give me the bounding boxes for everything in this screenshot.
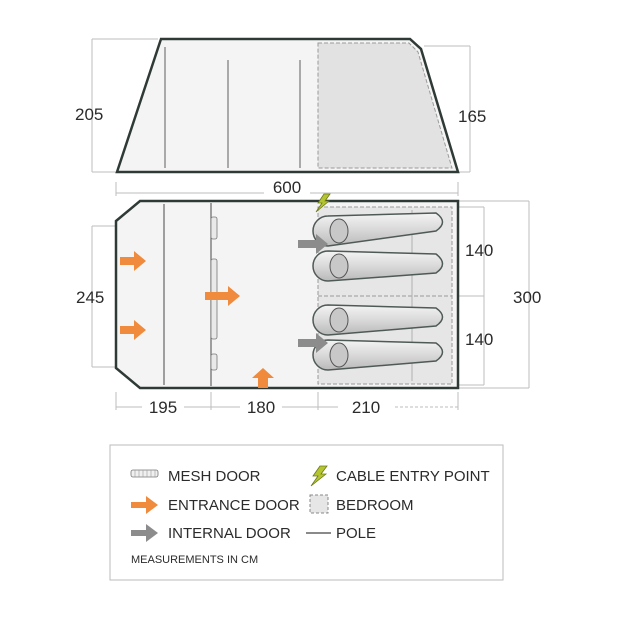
section-porch-label: 195: [149, 398, 177, 417]
total-length-dimension: 600: [115, 178, 459, 197]
legend-pole-label: POLE: [336, 525, 376, 542]
legend-mesh-door: MESH DOOR: [130, 468, 261, 485]
side-bedroom-panel: [317, 42, 453, 169]
side-poles: [164, 47, 301, 168]
floor-dimension-guides: [91, 200, 530, 389]
legend-bedroom: BEDROOM: [309, 494, 414, 514]
floor-plan: 245 140 140 300: [76, 193, 541, 390]
measurements-note: MEASUREMENTS IN CM: [131, 554, 258, 566]
legend-mesh-door-label: MESH DOOR: [168, 468, 261, 485]
side-height-front-label: 205: [75, 105, 103, 124]
internal-arrow-icon: [298, 234, 328, 254]
entrance-arrow-icon: [252, 368, 274, 388]
entrance-arrow-icon: [120, 251, 146, 271]
legend-bedroom-label: BEDROOM: [336, 497, 414, 514]
entrance-arrow-icon: [131, 496, 158, 514]
total-length-label: 600: [273, 178, 301, 197]
bedroom-swatch-icon: [309, 494, 329, 514]
section-dimensions: 195 180 210: [115, 392, 459, 417]
side-height-rear-label: 165: [458, 107, 486, 126]
cable-entry-icon: [315, 193, 331, 213]
bedroom-width-upper-label: 140: [465, 241, 493, 260]
total-width-label: 300: [513, 288, 541, 307]
legend: MESH DOOR ENTRANCE DOOR INTERNAL DOOR CA…: [109, 444, 504, 581]
internal-arrow-icon: [298, 333, 328, 353]
section-living-label: 180: [247, 398, 275, 417]
side-elevation: 205 165: [75, 37, 486, 174]
legend-internal-door-label: INTERNAL DOOR: [168, 525, 291, 542]
legend-cable-entry-label: CABLE ENTRY POINT: [336, 468, 490, 485]
legend-entrance-door: ENTRANCE DOOR: [131, 496, 300, 514]
cable-entry-icon: [310, 465, 328, 487]
sleeping-bag: [312, 250, 444, 282]
legend-cable-entry: CABLE ENTRY POINT: [310, 465, 490, 487]
legend-entrance-door-label: ENTRANCE DOOR: [168, 497, 300, 514]
entrance-arrow-icon: [120, 320, 146, 340]
section-bedroom-label: 210: [352, 398, 380, 417]
internal-door-arrows: [298, 234, 328, 353]
floor-width-front-label: 245: [76, 288, 104, 307]
internal-arrow-icon: [131, 524, 158, 542]
bedroom-width-lower-label: 140: [465, 330, 493, 349]
legend-pole: POLE: [306, 525, 376, 542]
entrance-door-arrows: [120, 251, 274, 388]
entrance-arrow-icon: [205, 286, 240, 306]
legend-box: [109, 444, 504, 581]
legend-internal-door: INTERNAL DOOR: [131, 524, 291, 542]
sleeping-bag: [312, 304, 444, 336]
